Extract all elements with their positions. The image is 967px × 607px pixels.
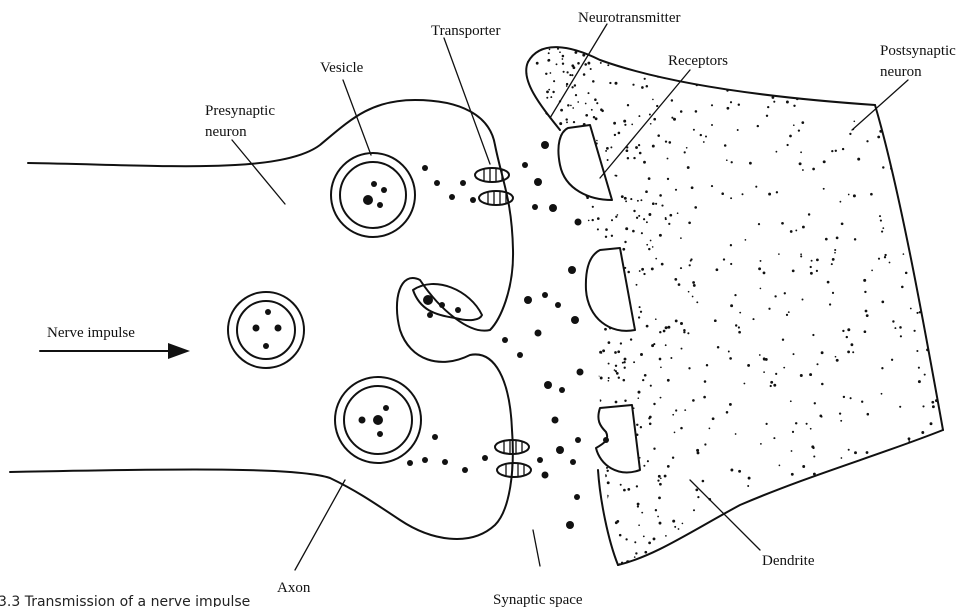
label-postsynaptic-line1: Postsynaptic [880, 43, 956, 59]
receptor-top [558, 125, 612, 200]
label-receptors: Receptors [668, 53, 728, 69]
vesicle-fusing [413, 284, 482, 320]
neurotransmitter-molecules [407, 141, 584, 529]
label-axon: Axon [277, 580, 311, 596]
receptor-bottom [596, 405, 640, 472]
presynaptic-neuron [10, 100, 513, 539]
label-presynaptic-line1: Presynaptic [205, 103, 275, 119]
receptors [558, 125, 640, 472]
vesicle-middle [228, 292, 304, 368]
label-nerve-impulse: Nerve impulse [47, 325, 135, 341]
label-transporter: Transporter [431, 23, 500, 39]
label-dendrite: Dendrite [762, 553, 815, 569]
vesicle-top [331, 153, 415, 237]
leader-lines [232, 24, 908, 570]
receptor-middle [586, 248, 635, 331]
label-presynaptic-line2: neuron [205, 124, 247, 140]
postsynaptic-neuron [519, 39, 951, 570]
figure-caption: 3.3 Transmission of a nerve impulse [0, 594, 250, 607]
label-vesicle: Vesicle [320, 60, 364, 76]
nerve-impulse-arrow [40, 343, 190, 359]
label-synaptic-space: Synaptic space [493, 592, 583, 607]
receptor-bound-neurotransmitter [603, 437, 609, 443]
label-postsynaptic-line2: neuron [880, 64, 922, 80]
vesicle-bottom [335, 377, 421, 463]
label-neurotransmitter: Neurotransmitter [578, 10, 680, 26]
